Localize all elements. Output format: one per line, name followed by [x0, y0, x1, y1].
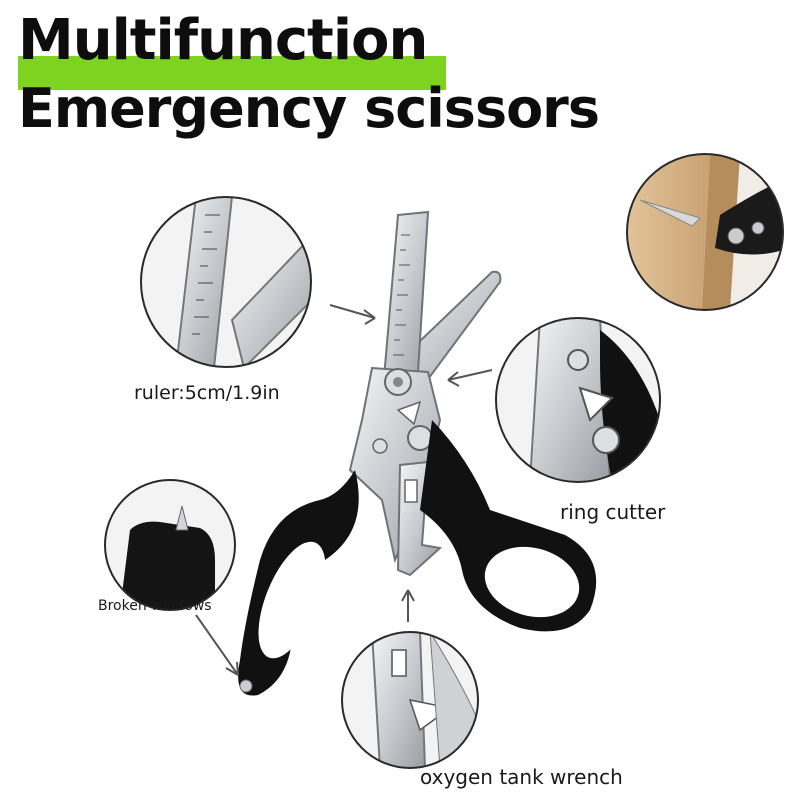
title-block: Multifunction Emergency scissors	[18, 6, 600, 142]
title-highlight-bar	[18, 56, 446, 90]
callout-ring-cutter	[447, 317, 661, 483]
label-oxygen-wrench: oxygen tank wrench	[420, 765, 623, 789]
label-ruler: ruler:5cm/1.9in	[134, 382, 280, 404]
callout-cutting-cardboard	[626, 153, 784, 311]
scissors-blade-right	[393, 270, 502, 392]
label-broken-windows: Broken windows	[98, 598, 212, 614]
scissors	[238, 210, 597, 696]
title-line-1: Multifunction	[18, 8, 428, 73]
callout-ruler	[140, 196, 376, 368]
scissors-body	[348, 366, 442, 564]
title-line-2: Emergency scissors	[18, 77, 600, 140]
glass-breaker-tip	[239, 679, 253, 693]
callout-oxygen-wrench	[341, 589, 479, 769]
label-ring-cutter: ring cutter	[560, 500, 666, 524]
callout-broken-windows	[104, 479, 239, 676]
pivot-mid	[407, 425, 433, 451]
